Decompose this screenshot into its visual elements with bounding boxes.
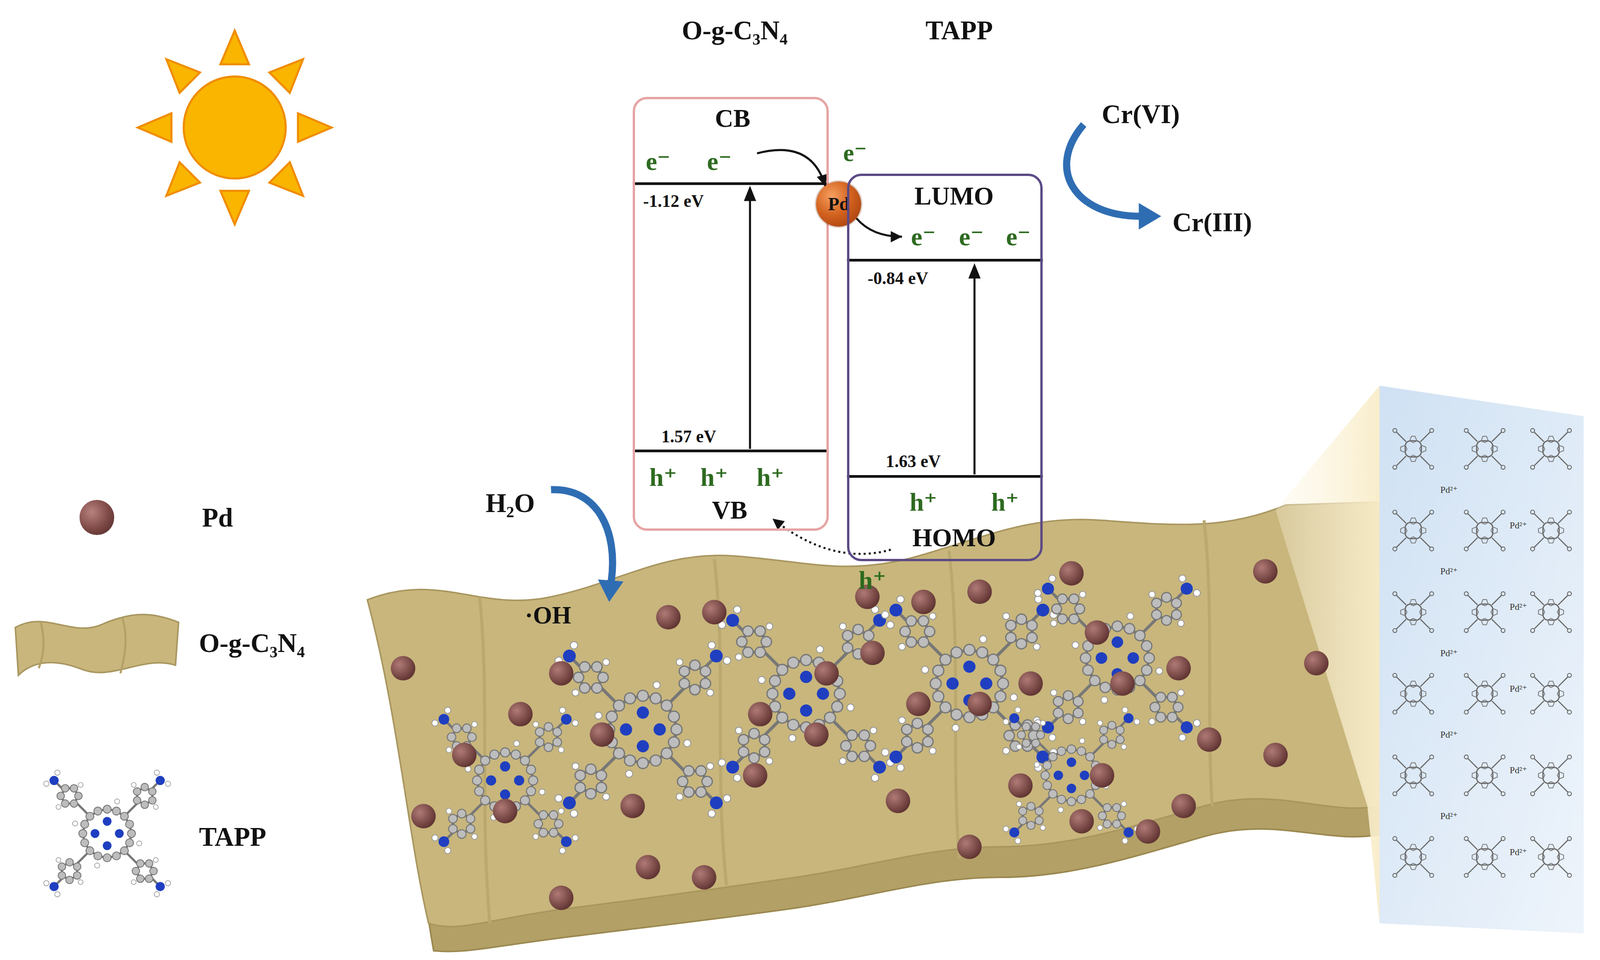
- ion-label: Pd²⁺: [1440, 729, 1458, 740]
- electron-transfer-arrow: [757, 150, 826, 187]
- hole-symbol: h⁺: [649, 463, 678, 492]
- band-heading: O-g-C₃N₄: [681, 15, 788, 45]
- energy-band-box: TAPPLUMOe⁻e⁻e⁻-0.84 eV1.63 eVh⁺h⁺HOMO: [847, 173, 1044, 562]
- hole-symbol: h⁺: [909, 488, 938, 517]
- energy-levels: [632, 183, 1044, 477]
- ion-label: Pd²⁺: [1440, 566, 1458, 577]
- ion-label: Pd²⁺: [1509, 683, 1527, 695]
- legend-tapp-molecule: [43, 769, 171, 897]
- sheet-ridges: [479, 520, 1213, 924]
- band-label: VB: [711, 496, 748, 525]
- legend-sheet-swatch: [15, 614, 179, 676]
- zoom-panel: [1379, 385, 1584, 934]
- energy-value: 1.63 eV: [885, 451, 941, 471]
- ion-label: Pd²⁺: [1509, 602, 1527, 613]
- electron-symbol: e⁻: [843, 139, 868, 167]
- zoom-beam: [1275, 385, 1380, 924]
- sun-icon: [137, 30, 332, 225]
- cr-reduction-arrow: [1066, 124, 1162, 230]
- species-label: ·OH: [524, 601, 571, 629]
- legend-swatch: [79, 499, 115, 535]
- legend-sheet-ridge: [38, 618, 126, 674]
- tapp-molecules: [431, 575, 1201, 854]
- legend-label: Pd: [202, 502, 234, 532]
- ion-label: Pd²⁺: [1509, 765, 1527, 776]
- hole-symbol: h⁺: [991, 488, 1019, 517]
- electron-symbol: e⁻: [707, 147, 732, 176]
- pd-particles: [390, 558, 1329, 910]
- pd-particle: Pd: [816, 181, 862, 227]
- electron-symbol: e⁻: [958, 222, 984, 251]
- sheet-o-g-c3n4: [367, 501, 1380, 927]
- legend-label: TAPP: [198, 822, 267, 852]
- ion-label: Pd²⁺: [1509, 520, 1527, 531]
- ion-label: Pd²⁺: [1509, 847, 1527, 858]
- energy-value: -1.12 eV: [642, 191, 704, 211]
- electron-symbol: e⁻: [1006, 222, 1031, 251]
- energy-value: 1.57 eV: [661, 427, 716, 447]
- band-label: CB: [715, 104, 751, 133]
- hole-symbol: h⁺: [756, 463, 785, 492]
- species-label: Cr(III): [1172, 207, 1252, 237]
- electron-symbol: e⁻: [645, 147, 671, 176]
- energy-value: -0.84 eV: [867, 269, 929, 289]
- electron-transfer-arrow: [856, 218, 903, 237]
- excitation-arrows: [744, 185, 981, 475]
- edge-label: h⁺: [858, 566, 887, 595]
- pd-label: Pd: [827, 194, 850, 215]
- species-label: H₂O: [485, 488, 535, 518]
- band-heading: TAPP: [925, 15, 994, 45]
- panel-porphyrin-grid: [1392, 428, 1571, 877]
- species-label: Cr(VI): [1101, 99, 1180, 129]
- electron-symbol: e⁻: [911, 222, 936, 251]
- ion-label: Pd²⁺: [1440, 648, 1458, 659]
- energy-band-box: O-g-C₃N₄CBe⁻e⁻-1.12 eV1.57 eVh⁺h⁺h⁺VB: [632, 96, 829, 531]
- legend-label: O-g-C₃N₄: [198, 628, 305, 658]
- electron-transfer-arrow: [772, 518, 892, 554]
- water-oxidation-arrow: [550, 489, 624, 602]
- band-label: LUMO: [914, 182, 994, 211]
- ion-label: Pd²⁺: [1440, 811, 1458, 822]
- ion-label: Pd²⁺: [1440, 484, 1458, 496]
- hole-symbol: h⁺: [700, 463, 729, 492]
- band-label: HOMO: [912, 523, 996, 552]
